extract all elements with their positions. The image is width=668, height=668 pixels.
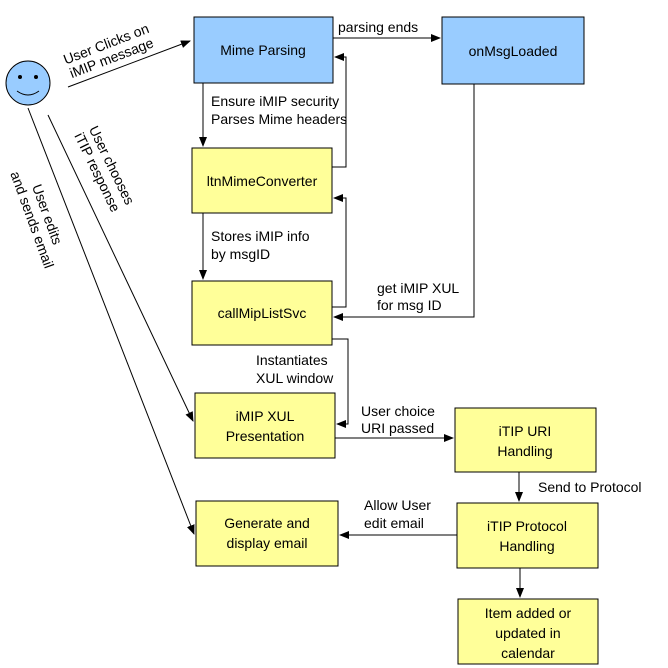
label-ensure-security-line2: Parses Mime headers xyxy=(211,111,347,127)
itip-uri-label-line2: Handling xyxy=(497,443,552,459)
arrow-actor-to-xul-presentation xyxy=(47,114,194,422)
label-user-chooses: User chooses iTIP response xyxy=(71,123,137,214)
label-user-choice-line1: User choice xyxy=(361,403,435,419)
itip-protocol-label-line2: Handling xyxy=(499,538,554,554)
mime-parsing-label: Mime Parsing xyxy=(220,42,306,58)
arrow-instantiates-xul xyxy=(332,338,349,428)
xul-presentation-label-line1: iMIP XUL xyxy=(236,408,295,424)
generate-email-box: Generate and display email xyxy=(195,500,339,567)
label-stores-info-line2: by msgID xyxy=(211,246,270,262)
list-svc-label: callMipListSvc xyxy=(218,305,307,321)
mime-converter-label: ltnMimeConverter xyxy=(207,173,318,189)
xul-presentation-label-line2: Presentation xyxy=(226,428,305,444)
list-svc-box: callMipListSvc xyxy=(191,280,333,346)
arrow-converter-back-to-mime-parsing xyxy=(332,53,347,168)
arrow-list-svc-back-to-converter xyxy=(332,194,347,308)
generate-email-label-line1: Generate and xyxy=(224,515,310,531)
label-user-clicks: User Clicks on iMIP message xyxy=(61,20,156,81)
label-allow-edit-line2: edit email xyxy=(364,515,424,531)
on-msg-loaded-box: onMsgLoaded xyxy=(441,16,585,85)
label-ensure-security-line1: Ensure iMIP security xyxy=(211,93,339,109)
label-stores-info-line1: Stores iMIP info xyxy=(211,228,310,244)
item-added-label-line1: Item added or xyxy=(485,605,572,621)
on-msg-loaded-label: onMsgLoaded xyxy=(469,43,558,59)
label-parsing-ends: parsing ends xyxy=(338,19,418,35)
smiley-face-icon xyxy=(5,60,51,106)
mime-converter-box: ltnMimeConverter xyxy=(191,147,333,214)
label-instantiates-line2: XUL window xyxy=(256,370,334,386)
label-get-xul-line2: for msg ID xyxy=(377,297,442,313)
itip-protocol-label-line1: iTIP Protocol xyxy=(487,518,567,534)
item-added-label-line3: calendar xyxy=(501,645,555,661)
mime-parsing-box: Mime Parsing xyxy=(193,16,334,84)
label-send-to-protocol: Send to Protocol xyxy=(538,479,642,495)
item-added-label-line2: updated in xyxy=(495,625,560,641)
label-user-choice-line2: URI passed xyxy=(361,420,434,436)
arrow-get-xul xyxy=(333,84,475,321)
arrow-actor-to-mime-parsing xyxy=(67,40,191,88)
item-added-box: Item added or updated in calendar xyxy=(457,598,599,665)
itip-uri-box: iTIP URI Handling xyxy=(454,407,597,473)
arrow-actor-to-generate-email xyxy=(27,107,195,535)
itip-protocol-box: iTIP Protocol Handling xyxy=(456,502,599,569)
label-instantiates-line1: Instantiates xyxy=(256,352,328,368)
itip-uri-label-line1: iTIP URI xyxy=(499,423,552,439)
label-user-edits: User edits and sends email xyxy=(7,169,65,270)
xul-presentation-box: iMIP XUL Presentation xyxy=(194,392,336,459)
label-allow-edit-line1: Allow User xyxy=(364,497,431,513)
label-get-xul-line1: get iMIP XUL xyxy=(377,280,459,296)
generate-email-label-line2: display email xyxy=(227,535,308,551)
